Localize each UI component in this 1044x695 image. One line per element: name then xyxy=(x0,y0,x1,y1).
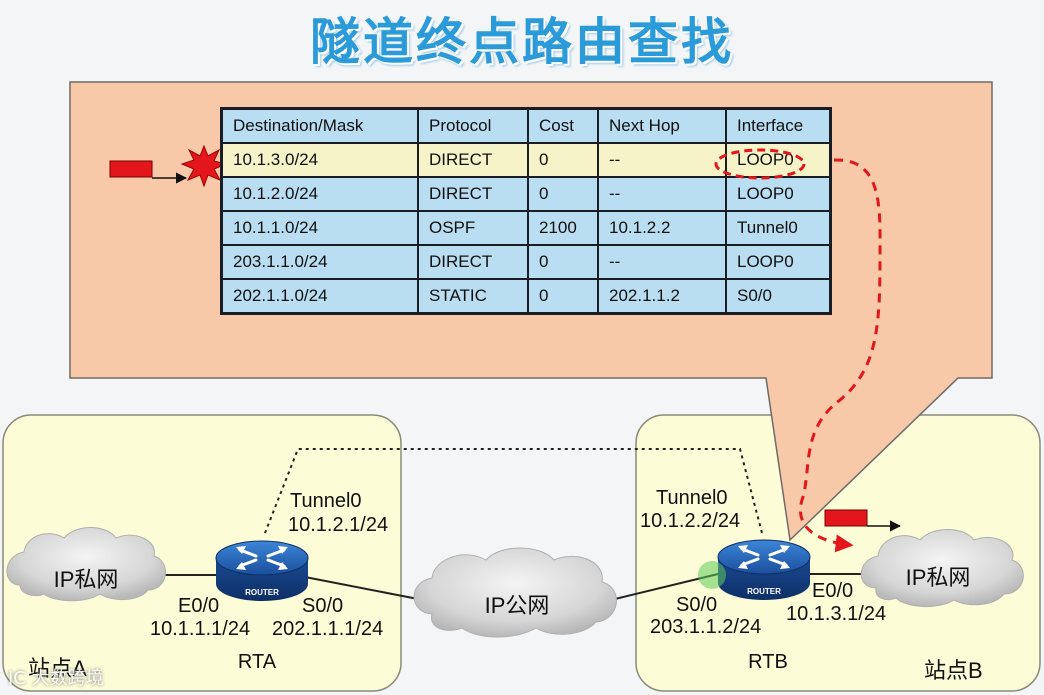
cell-cost: 0 xyxy=(527,176,599,212)
rtb-tunnel-label: Tunnel0 xyxy=(656,487,728,509)
packet-incoming-icon xyxy=(109,160,153,178)
rta-s-iface: S0/0 xyxy=(302,595,344,617)
table-row: 10.1.3.0/24 DIRECT 0 -- LOOP0 xyxy=(220,142,832,178)
lookup-burst-icon xyxy=(180,144,228,188)
cell-destination: 10.1.2.0/24 xyxy=(220,176,419,212)
cloud-public xyxy=(413,547,617,638)
rta-tunnel-ip: 10.1.2.1/24 xyxy=(288,514,389,536)
cell-destination: 10.1.1.0/24 xyxy=(220,210,419,246)
cell-next-hop: -- xyxy=(597,176,727,212)
site-a-panel xyxy=(2,414,402,692)
col-header-interface: Interface xyxy=(725,107,832,144)
packet-outgoing-icon xyxy=(824,509,868,527)
router-rta-icon xyxy=(215,540,309,601)
cell-interface: S0/0 xyxy=(725,278,832,315)
col-header-protocol: Protocol xyxy=(417,107,529,144)
cloud-private-a-label: IP私网 xyxy=(53,567,119,592)
col-header-next-hop: Next Hop xyxy=(597,107,727,144)
table-row: 202.1.1.0/24 STATIC 0 202.1.1.2 S0/0 xyxy=(220,278,832,315)
cell-destination: 10.1.3.0/24 xyxy=(220,142,419,178)
rtb-s-iface: S0/0 xyxy=(676,594,718,616)
cell-cost: 2100 xyxy=(527,210,599,246)
cell-destination: 202.1.1.0/24 xyxy=(220,278,419,315)
rta-s-ip: 202.1.1.1/24 xyxy=(272,618,384,640)
router-rtb-badge: ROUTER xyxy=(747,587,781,596)
cloud-public-label: IP公网 xyxy=(484,593,550,618)
cell-cost: 0 xyxy=(527,244,599,280)
link-rta-public xyxy=(304,576,419,600)
router-rtb-icon xyxy=(717,539,811,600)
cell-protocol: OSPF xyxy=(417,210,529,246)
site-a-name: 站点A xyxy=(28,656,87,681)
cell-protocol: DIRECT xyxy=(417,244,529,280)
table-row: 203.1.1.0/24 DIRECT 0 -- LOOP0 xyxy=(220,244,832,280)
cell-interface: Tunnel0 xyxy=(725,210,832,246)
col-header-cost: Cost xyxy=(527,107,599,144)
rta-e-ip: 10.1.1.1/24 xyxy=(150,618,251,640)
rta-e-iface: E0/0 xyxy=(178,595,220,617)
cell-interface: LOOP0 xyxy=(725,244,832,280)
rtb-s-ip: 203.1.1.2/24 xyxy=(650,616,762,638)
cell-next-hop: 10.1.2.2 xyxy=(597,210,727,246)
col-header-destination: Destination/Mask xyxy=(220,107,419,144)
rta-name: RTA xyxy=(237,651,277,673)
cloud-private-a xyxy=(6,527,166,602)
cell-cost: 0 xyxy=(527,142,599,178)
table-row: 10.1.2.0/24 DIRECT 0 -- LOOP0 xyxy=(220,176,832,212)
rtb-name: RTB xyxy=(748,651,788,673)
cell-protocol: DIRECT xyxy=(417,142,529,178)
tunnel-dotted-line xyxy=(264,448,763,534)
cell-destination: 203.1.1.0/24 xyxy=(220,244,419,280)
rta-tunnel-label: Tunnel0 xyxy=(290,490,362,512)
cursor-highlight-dot xyxy=(698,561,726,589)
cell-interface: LOOP0 xyxy=(725,142,832,178)
rtb-tunnel-ip: 10.1.2.2/24 xyxy=(640,510,741,532)
cell-protocol: STATIC xyxy=(417,278,529,315)
site-b-name: 站点B xyxy=(924,658,983,683)
page-title: 隧道终点路由查找 xyxy=(310,13,734,71)
cloud-private-b-label: IP私网 xyxy=(905,565,971,590)
cell-next-hop: -- xyxy=(597,244,727,280)
loop0-highlight-ellipse xyxy=(714,148,806,180)
table-row: 10.1.1.0/24 OSPF 2100 10.1.2.2 Tunnel0 xyxy=(220,210,832,246)
cell-interface: LOOP0 xyxy=(725,176,832,212)
cell-next-hop: -- xyxy=(597,142,727,178)
routing-table-header-row: Destination/Mask Protocol Cost Next Hop … xyxy=(220,107,832,144)
routing-table: Destination/Mask Protocol Cost Next Hop … xyxy=(220,107,832,315)
rtb-e-ip: 10.1.3.1/24 xyxy=(786,603,887,625)
cell-next-hop: 202.1.1.2 xyxy=(597,278,727,315)
cell-protocol: DIRECT xyxy=(417,176,529,212)
router-rta-badge: ROUTER xyxy=(245,588,279,597)
watermark: IC 大数跨境 xyxy=(8,668,104,689)
rtb-e-iface: E0/0 xyxy=(812,580,854,602)
cloud-private-b xyxy=(860,529,1024,608)
cell-cost: 0 xyxy=(527,278,599,315)
